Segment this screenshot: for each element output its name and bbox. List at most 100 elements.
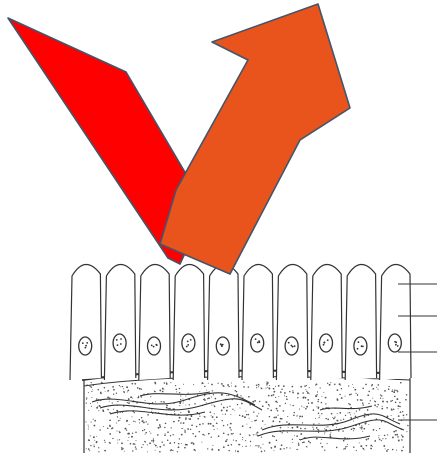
stipple-dot (299, 409, 300, 410)
stipple-dot (209, 411, 211, 413)
stipple-dot (126, 386, 128, 388)
stipple-dot (104, 440, 105, 441)
stipple-dot (116, 393, 117, 394)
stipple-dot (392, 389, 393, 390)
stipple-dot (395, 402, 397, 404)
stipple-dot (350, 417, 351, 418)
stipple-dot (386, 407, 388, 409)
stipple-dot (292, 392, 294, 394)
stipple-dot (119, 420, 120, 421)
stipple-dot (88, 392, 89, 393)
stipple-dot (371, 385, 372, 386)
stipple-dot (281, 444, 283, 446)
stipple-dot (325, 403, 326, 404)
stipple-dot (214, 429, 215, 430)
stipple-dot (238, 444, 240, 446)
stipple-dot (396, 434, 398, 436)
stipple-dot (188, 393, 189, 394)
stipple-dot (229, 427, 231, 429)
stipple-dot (275, 386, 276, 387)
stipple-dot (93, 419, 94, 420)
stipple-dot (113, 394, 114, 395)
stipple-dot (350, 414, 351, 415)
stipple-dot (228, 386, 229, 387)
stipple-dot (124, 451, 125, 452)
stipple-dot (300, 428, 302, 430)
stipple-dot (107, 427, 109, 429)
stipple-dot (246, 424, 247, 425)
stipple-dot (384, 390, 386, 392)
stipple-dot (268, 404, 269, 405)
stipple-dot (373, 429, 375, 431)
stipple-dot (292, 439, 293, 440)
stipple-dot (273, 391, 275, 393)
stipple-dot (293, 415, 295, 417)
stipple-dot (134, 383, 136, 385)
stipple-dot (336, 427, 337, 428)
stipple-dot (342, 430, 343, 431)
stipple-dot (318, 432, 319, 433)
chromatin-dot (120, 343, 122, 345)
cell-nucleus (79, 337, 92, 355)
stipple-dot (196, 426, 198, 428)
stipple-dot (356, 450, 357, 451)
stipple-dot (266, 384, 267, 385)
stipple-dot (296, 416, 297, 417)
stipple-dot (405, 399, 407, 401)
stipple-dot (227, 384, 229, 386)
stipple-dot (319, 417, 320, 418)
stipple-dot (315, 418, 316, 419)
stipple-dot (273, 394, 275, 396)
stipple-dot (391, 415, 392, 416)
stipple-dot (378, 437, 379, 438)
stipple-dot (402, 411, 403, 412)
stipple-dot (284, 395, 285, 396)
stipple-dot (395, 434, 397, 436)
stipple-dot (392, 436, 394, 438)
stipple-dot (235, 390, 236, 391)
stipple-dot (141, 396, 143, 398)
chromatin-dot (288, 342, 290, 344)
stipple-dot (316, 406, 317, 407)
stipple-dot (125, 428, 127, 430)
stipple-dot (312, 427, 313, 428)
stipple-dot (339, 412, 341, 414)
stipple-dot (286, 398, 288, 400)
stipple-dot (287, 432, 288, 433)
stipple-dot (256, 387, 257, 388)
stipple-dot (92, 389, 93, 390)
stipple-dot (132, 398, 133, 399)
stipple-dot (245, 446, 246, 447)
stipple-dot (258, 447, 259, 448)
stipple-dot (91, 406, 92, 407)
stipple-dot (107, 409, 109, 411)
stipple-dot (307, 399, 309, 401)
stipple-dot (372, 398, 373, 399)
stipple-dot (401, 435, 402, 436)
chromatin-dot (395, 344, 397, 346)
stipple-dot (316, 427, 318, 429)
stipple-dot (181, 428, 182, 429)
stipple-dot (334, 384, 336, 386)
stipple-dot (370, 400, 371, 401)
stipple-dot (128, 440, 129, 441)
stipple-dot (283, 410, 285, 412)
stipple-dot (354, 428, 355, 429)
stipple-dot (242, 437, 243, 438)
stipple-dot (296, 449, 297, 450)
stipple-dot (274, 436, 275, 437)
stipple-dot (250, 441, 251, 442)
stipple-dot (91, 391, 92, 392)
stipple-dot (242, 446, 243, 447)
stipple-dot (360, 399, 362, 401)
stipple-dot (261, 451, 263, 453)
stipple-dot (347, 444, 348, 445)
stipple-dot (166, 383, 167, 384)
stipple-dot (299, 418, 300, 419)
stipple-dot (272, 420, 274, 422)
stipple-dot (283, 448, 284, 449)
stipple-dot (149, 404, 150, 405)
stipple-dot (360, 427, 361, 428)
stipple-dot (362, 404, 364, 406)
stipple-dot (167, 431, 169, 433)
